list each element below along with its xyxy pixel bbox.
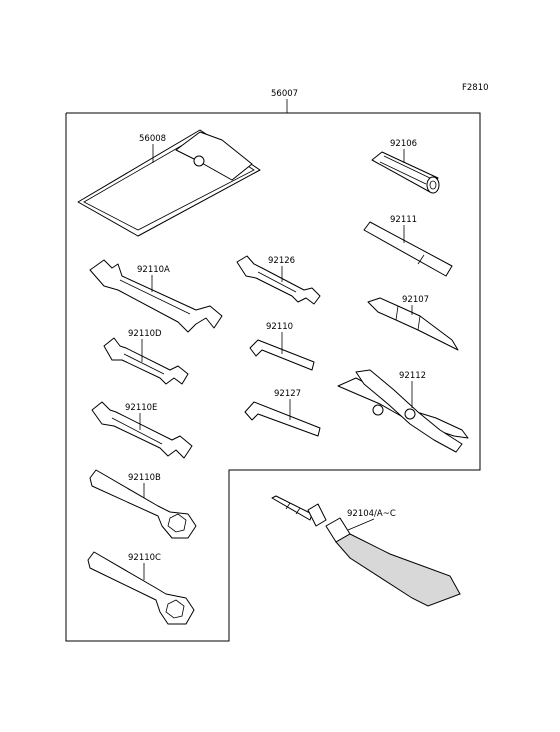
hex-key-92110 [249, 339, 315, 371]
label-92127: 92127 [274, 389, 301, 399]
leader-92104 [347, 518, 375, 531]
label-92126: 92126 [268, 256, 295, 266]
wrench-92110e [91, 401, 193, 459]
label-92106: 92106 [390, 139, 417, 149]
assembly-label: 56007 [271, 89, 298, 99]
label-92110b: 92110B [128, 473, 161, 483]
screwdriver [367, 297, 459, 351]
label-92110: 92110 [266, 322, 293, 332]
label-92107: 92107 [402, 295, 429, 305]
wrench-92110d [103, 337, 189, 385]
ring-wrench-92110c [87, 551, 195, 625]
ring-wrench-92110b [89, 469, 197, 539]
label-92110a: 92110A [137, 265, 170, 275]
label-92104: 92104/A~C [347, 509, 396, 519]
wrench-92126 [236, 255, 321, 305]
label-92110c: 92110C [128, 553, 161, 563]
hex-key-92127 [244, 401, 321, 437]
label-56008: 56008 [139, 134, 166, 144]
label-92110e: 92110E [125, 403, 157, 413]
grease-tube [271, 495, 461, 607]
label-92112: 92112 [399, 371, 426, 381]
figure-code: F2810 [462, 83, 489, 93]
extension-bar [363, 221, 453, 277]
tool-pouch [77, 129, 261, 237]
label-92111: 92111 [390, 215, 417, 225]
wrench-92110a [89, 259, 223, 333]
plug-wrench [371, 151, 440, 194]
label-92110d: 92110D [128, 329, 162, 339]
pliers [337, 369, 469, 453]
tool-kit-frame [65, 112, 481, 642]
